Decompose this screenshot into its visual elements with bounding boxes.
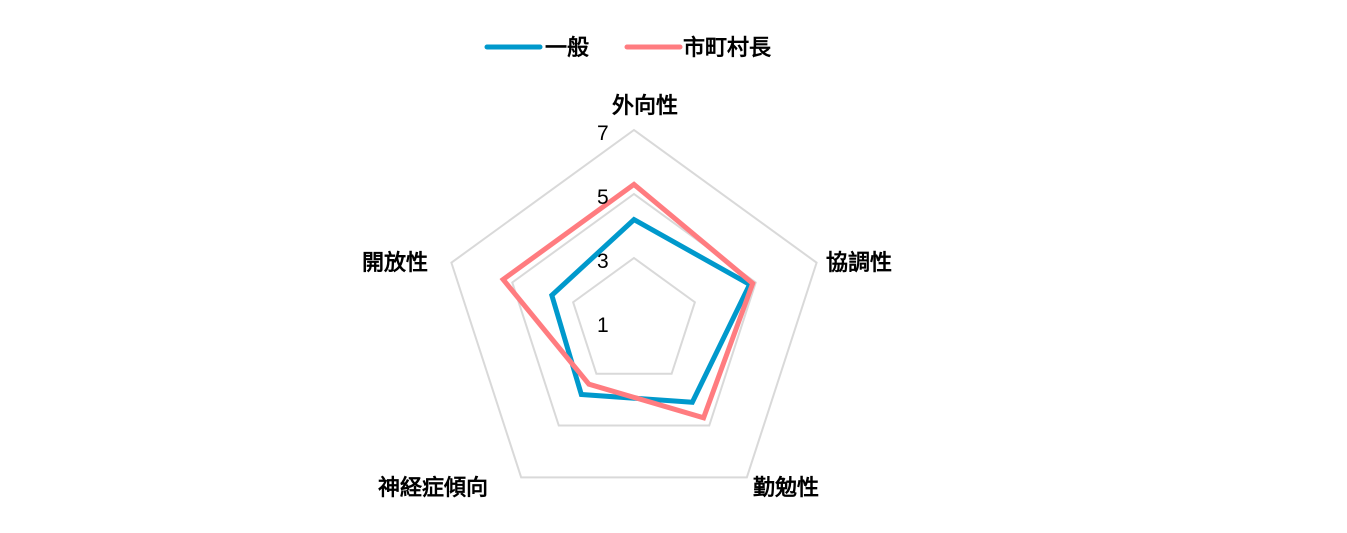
category-label-neuroticism: 神経症傾向 bbox=[378, 475, 488, 501]
category-label-openness: 開放性 bbox=[362, 250, 428, 276]
gridline-5 bbox=[511, 192, 757, 427]
tick-label-1: 1 bbox=[597, 314, 609, 337]
legend: 一般 市町村長 bbox=[484, 35, 772, 61]
gridline-7 bbox=[450, 128, 818, 479]
tick-label-3: 3 bbox=[597, 250, 609, 273]
gridline-3 bbox=[571, 256, 697, 375]
category-label-agreeableness: 協調性 bbox=[826, 250, 892, 276]
legend-label-mayor: 市町村長 bbox=[683, 35, 772, 61]
legend-label-general: 一般 bbox=[545, 35, 589, 61]
tick-label-5: 5 bbox=[597, 186, 609, 209]
tick-label-7: 7 bbox=[597, 122, 609, 145]
series-line-mayor bbox=[499, 181, 756, 421]
category-label-conscientiousness: 勤勉性 bbox=[753, 475, 819, 501]
category-label-extraversion: 外向性 bbox=[612, 93, 678, 119]
